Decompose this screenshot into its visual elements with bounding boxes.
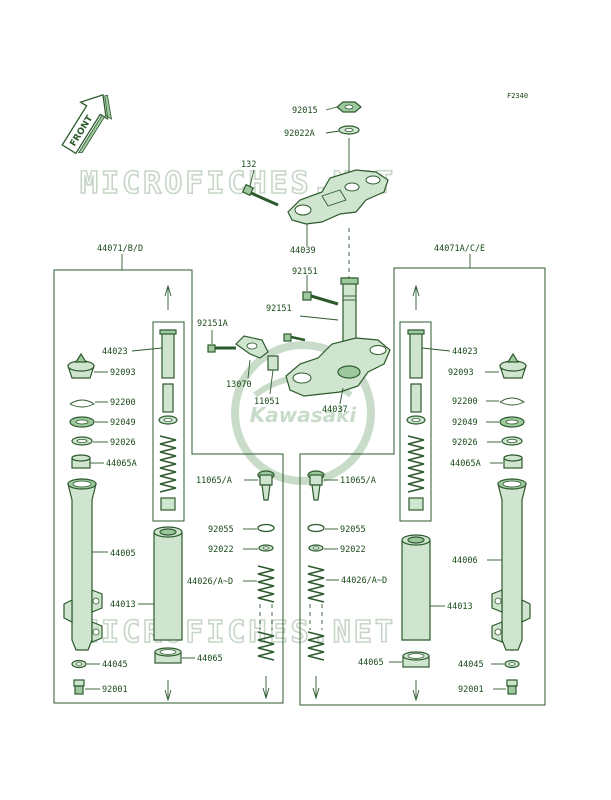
kawasaki-logo-text: Kawasaki — [250, 403, 358, 427]
diagram-code: F2340 — [507, 92, 528, 100]
right-oring-92055 — [307, 523, 325, 533]
center-right-label-11065a: 11065/A — [340, 476, 376, 486]
left-bushing-44065a — [71, 454, 91, 469]
left-group-frame — [53, 269, 284, 704]
right-label-44065a: 44065A — [450, 459, 481, 469]
center-left-label-92022: 92022 — [208, 545, 234, 555]
left-bushing-44065 — [154, 647, 182, 664]
right-oil-seal-92093 — [499, 352, 527, 379]
right-label-92049: 92049 — [452, 418, 478, 428]
left-label-92049: 92049 — [110, 418, 136, 428]
center-left-label-44026: 44026/A~D — [187, 577, 233, 587]
right-fork-spring-lower — [307, 631, 325, 661]
left-oil-seal-92093 — [67, 352, 95, 379]
right-label-44023: 44023 — [452, 347, 478, 357]
left-label-92200: 92200 — [110, 398, 136, 408]
left-damper-rod — [158, 284, 178, 511]
right-cartridge-spring — [407, 435, 425, 493]
bolt-132 — [241, 183, 279, 207]
label-92022a: 92022A — [284, 129, 315, 139]
right-label-92093: 92093 — [448, 368, 474, 378]
watermark-bottom: MICROFICHES.NET — [80, 615, 396, 650]
right-cartridge-frame — [399, 321, 432, 522]
right-label-92200: 92200 — [452, 397, 478, 407]
label-13070: 13070 — [226, 380, 252, 390]
label-132: 132 — [241, 160, 256, 170]
left-label-44045: 44045 — [102, 660, 128, 670]
left-inner-tube — [153, 526, 183, 641]
left-fork-cap-11065 — [257, 470, 275, 501]
right-label-44013: 44013 — [447, 602, 473, 612]
label-92015: 92015 — [292, 106, 318, 116]
center-right-label-92055: 92055 — [340, 525, 366, 535]
right-group-title: 44071A/C/E — [434, 244, 485, 254]
left-label-92026: 92026 — [110, 438, 136, 448]
right-fork-cap-11065 — [307, 470, 325, 501]
right-label-44006: 44006 — [452, 556, 478, 566]
left-label-92093: 92093 — [110, 368, 136, 378]
center-right-label-92022: 92022 — [340, 545, 366, 555]
lower-bracket-44037 — [285, 337, 391, 397]
right-group-frame — [299, 267, 546, 706]
upper-bracket-44039 — [287, 169, 389, 225]
center-right-label-44065: 44065 — [358, 658, 384, 668]
right-circlip-92200 — [499, 397, 525, 406]
left-label-44065a: 44065A — [106, 459, 137, 469]
label-11051: 11051 — [254, 397, 280, 407]
label-92151-top: 92151 — [292, 267, 318, 277]
right-label-92026: 92026 — [452, 438, 478, 448]
left-fork-spring-upper — [257, 565, 275, 603]
left-label-44013: 44013 — [110, 600, 136, 610]
label-44039: 44039 — [290, 246, 316, 256]
bolt-92151-top — [302, 291, 339, 306]
left-oring-92055 — [257, 523, 275, 533]
label-44037: 44037 — [322, 405, 348, 415]
right-bushing-44065a — [503, 454, 523, 469]
left-fork-spring-lower — [257, 631, 275, 661]
right-label-44045: 44045 — [458, 660, 484, 670]
right-label-92001: 92001 — [458, 685, 484, 695]
left-circlip-92200 — [69, 399, 95, 408]
bolt-92151a — [207, 344, 236, 353]
center-left-label-11065a: 11065/A — [196, 476, 232, 486]
left-label-44023: 44023 — [102, 347, 128, 357]
right-bushing-44065 — [402, 651, 430, 668]
left-bolt-92001 — [73, 679, 85, 695]
left-label-92001: 92001 — [102, 685, 128, 695]
bolt-11051 — [267, 333, 306, 371]
left-label-44005: 44005 — [110, 549, 136, 559]
left-group-title: 44071/B/D — [97, 244, 143, 254]
right-damper-rod — [406, 284, 426, 511]
front-arrow-icon: FRONT — [61, 94, 112, 155]
right-fork-spring-upper — [307, 565, 325, 603]
center-right-label-44026: 44026/A~D — [341, 576, 387, 586]
label-92151a: 92151A — [197, 319, 228, 329]
right-outer-tube-44006 — [491, 478, 531, 651]
left-cartridge-frame — [152, 321, 185, 522]
center-left-label-92055: 92055 — [208, 525, 234, 535]
left-outer-tube-44005 — [63, 478, 103, 651]
left-cartridge-spring — [159, 435, 177, 493]
label-92151: 92151 — [266, 304, 292, 314]
right-bolt-92001 — [506, 679, 518, 695]
right-inner-tube — [401, 534, 431, 641]
center-left-label-44065: 44065 — [197, 654, 223, 664]
clamp-13070 — [235, 335, 269, 359]
